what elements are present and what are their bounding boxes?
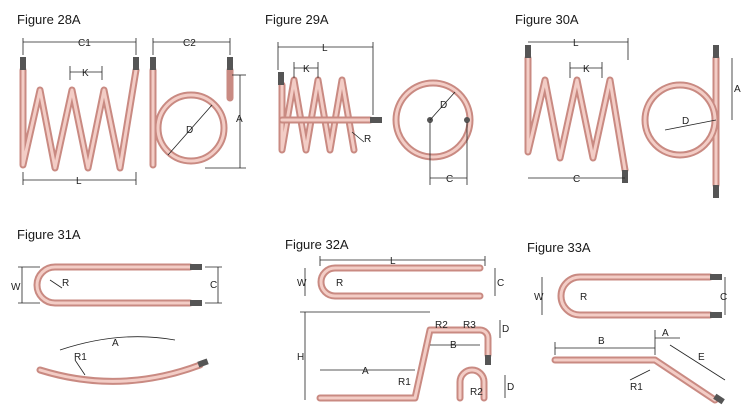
dim-label-a: A: [112, 338, 119, 349]
terminal-pin: [713, 393, 725, 405]
curved-element: [36, 358, 209, 385]
dim-label-r1: R1: [398, 377, 411, 388]
bent-element: [551, 356, 725, 405]
helical-coil: [278, 72, 382, 154]
dim-label-r: R: [364, 134, 371, 145]
dim-label-c1: C1: [78, 38, 91, 49]
dim-label-c2: C2: [183, 38, 196, 49]
dim-label-a: A: [236, 114, 243, 125]
figure-30a-diagram: L K D C A: [524, 38, 741, 198]
terminal-pin: [133, 57, 139, 70]
dim-label-a: A: [662, 328, 669, 339]
dim-label-d: D: [682, 116, 689, 127]
dim-label-a: A: [734, 84, 741, 95]
figure-title: Figure 31A: [17, 227, 81, 242]
dim-label-w: W: [297, 278, 307, 289]
figure-title: Figure 32A: [285, 237, 349, 252]
helical-coil: [19, 57, 140, 172]
terminal-pin: [525, 45, 531, 58]
helical-coil: [524, 45, 629, 183]
dim-label-k: K: [583, 64, 590, 75]
figure-title: Figure 33A: [527, 240, 591, 255]
dim-label-c: C: [573, 174, 580, 185]
terminal-pin: [713, 45, 719, 58]
u-bend-element: [557, 273, 722, 319]
terminal-pin: [622, 170, 628, 183]
dim-label-c: C: [446, 174, 453, 185]
figure-29a: Figure 29A L: [260, 0, 510, 200]
circular-coil: [149, 57, 234, 169]
figure-30a: Figure 30A L K D C A: [510, 0, 741, 200]
figure-title: Figure 29A: [265, 12, 329, 27]
figure-32a-diagram: L W R C R2 R3 B D H A R1 D R2: [297, 256, 514, 402]
terminal-end: [464, 117, 470, 123]
figure-32a: Figure 32A L W R: [280, 220, 520, 417]
figure-28a: Figure 28A: [0, 0, 260, 200]
terminal-pin: [227, 57, 233, 70]
figure-31a: Figure 31A W R C R1 A: [0, 220, 260, 417]
dim-label-r2-hook: R2: [470, 387, 483, 398]
dim-label-r: R: [62, 278, 69, 289]
dim-label-r3: R3: [463, 320, 476, 331]
dim-label-d: D: [440, 100, 447, 111]
dim-label-d-hook: D: [507, 382, 514, 393]
u-bend-element: [317, 264, 484, 300]
dim-label-d: D: [502, 324, 509, 335]
terminal-pin: [713, 185, 719, 198]
dimension-lines: [541, 277, 726, 381]
figure-title: Figure 30A: [515, 12, 579, 27]
terminal-pin: [485, 355, 491, 365]
figure-33a-diagram: W R C B A E R1: [534, 273, 727, 405]
terminal-pin: [370, 117, 382, 123]
circular-coil: [392, 79, 474, 161]
dim-label-l: L: [76, 176, 82, 187]
terminal-pin: [20, 57, 26, 70]
dim-label-l: L: [322, 43, 328, 54]
terminal-pin: [710, 274, 722, 280]
dim-label-r: R: [336, 278, 343, 289]
dim-label-h: H: [297, 352, 304, 363]
offset-element: [316, 326, 492, 402]
dim-label-a: A: [362, 366, 369, 377]
dim-label-c: C: [720, 292, 727, 303]
terminal-pin: [190, 264, 202, 270]
dim-label-w: W: [11, 282, 21, 293]
dimension-lines: [277, 42, 468, 185]
dim-label-r2: R2: [435, 320, 448, 331]
figure-33a: Figure 33A W R C B A E R1: [520, 220, 741, 417]
dimension-lines: [300, 256, 506, 400]
terminal-pin: [150, 57, 156, 70]
dim-label-r1: R1: [630, 382, 643, 393]
dimension-lines: [528, 38, 733, 179]
dim-label-e: E: [698, 352, 705, 363]
hook-element: [456, 366, 488, 402]
dim-label-c: C: [210, 280, 217, 291]
dim-label-k: K: [82, 68, 89, 79]
figure-31a-diagram: W R C R1 A: [11, 263, 222, 385]
terminal-pin: [197, 358, 209, 368]
dimension-lines: [18, 266, 222, 376]
dim-label-r1: R1: [74, 352, 87, 363]
figure-title: Figure 28A: [17, 12, 81, 27]
dim-label-w: W: [534, 292, 544, 303]
dim-label-l: L: [573, 38, 579, 49]
dim-label-l: L: [390, 256, 396, 267]
dim-label-c: C: [497, 278, 504, 289]
dimension-lines: [22, 38, 246, 185]
terminal-pin: [710, 312, 722, 318]
dim-label-b: B: [598, 336, 605, 347]
dim-label-b: B: [450, 340, 457, 351]
u-bend-element: [33, 263, 202, 307]
terminal-pin: [278, 72, 284, 85]
terminal-pin: [190, 300, 202, 306]
figure-29a-diagram: L K R D C: [277, 42, 474, 185]
dim-label-k: K: [303, 64, 310, 75]
dim-label-r: R: [580, 292, 587, 303]
figure-28a-diagram: C1 C2 K L D A: [19, 38, 246, 187]
dim-label-d: D: [186, 125, 193, 136]
